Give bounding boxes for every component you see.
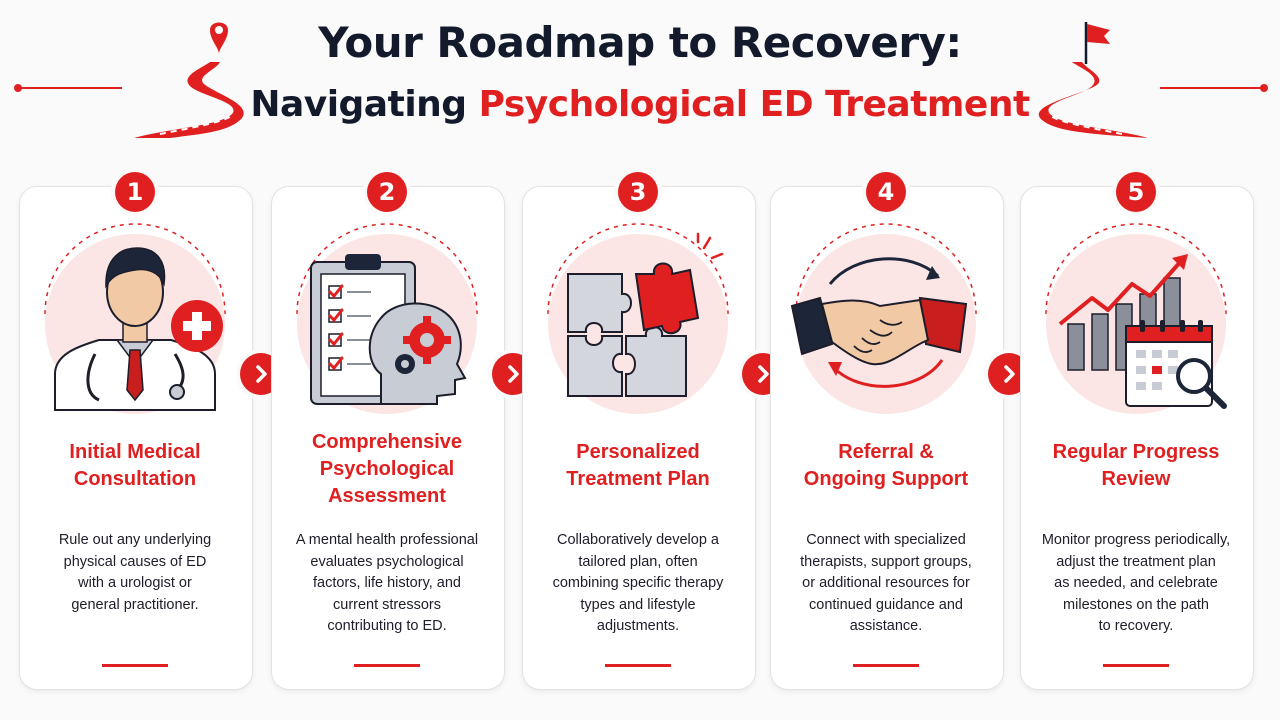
step-title-line: Regular Progress — [1052, 441, 1220, 463]
step-title-line: Review — [1101, 468, 1171, 490]
step-title: Regular Progress Review — [1020, 439, 1252, 493]
step-number-badge: 2 — [367, 172, 407, 212]
step-underline — [354, 664, 420, 667]
step-description-line: evaluates psychological — [310, 553, 464, 570]
step-title: Initial Medical Consultation — [19, 439, 251, 493]
step-title: Personalized Treatment Plan — [522, 439, 754, 493]
step-description-line: to recovery. — [1098, 618, 1174, 634]
step-title-line: Comprehensive — [311, 431, 463, 453]
step-description-line: with a urologist or — [78, 575, 192, 591]
step-title-line: Personalized — [576, 441, 700, 463]
step-description-line: or additional resources for — [802, 575, 970, 591]
step-title-line: Psychological — [319, 458, 455, 480]
step-underline — [605, 664, 671, 667]
step-description-line: Collaboratively develop a — [556, 532, 719, 548]
header: Your Roadmap to Recovery: Navigating Psy… — [0, 0, 1280, 150]
handshake-icon — [790, 223, 977, 414]
step-description: Collaboratively develop a tailored plan,… — [522, 530, 754, 638]
page-title: Your Roadmap to Recovery: — [318, 18, 962, 67]
left-decorative-line — [18, 87, 122, 89]
step-description-line: adjustments. — [596, 618, 680, 634]
subtitle-prefix: Navigating — [250, 84, 479, 125]
step-description-line: as needed, and celebrate — [1054, 575, 1218, 591]
winding-road-flag-icon — [1038, 22, 1148, 138]
step-description-line: physical causes of ED — [63, 553, 207, 570]
step-description: A mental health professional evaluates p… — [271, 530, 503, 638]
step-description-line: therapists, support groups, — [800, 553, 972, 570]
step-title-line: Ongoing Support — [803, 468, 969, 490]
step-title: Comprehensive Psychological Assessment — [271, 429, 503, 510]
step-title-line: Consultation — [73, 468, 197, 490]
step-description: Connect with specialized therapists, sup… — [770, 530, 1002, 638]
step-underline — [853, 664, 919, 667]
step-description-line: continued guidance and — [809, 596, 963, 613]
step-description-line: general practitioner. — [71, 596, 199, 613]
step-title-line: Referral & — [838, 441, 934, 463]
step-title-line: Initial Medical — [69, 441, 201, 463]
step-description-line: milestones on the path — [1063, 596, 1209, 613]
step-number-badge: 5 — [1116, 172, 1156, 212]
doctor-icon — [44, 223, 226, 414]
step-number-badge: 1 — [115, 172, 155, 212]
step-description-line: A mental health professional — [295, 532, 479, 548]
step-description-line: factors, life history, and — [312, 575, 462, 591]
step-description-line: combining specific therapy — [552, 575, 724, 591]
step-description-line: current stressors — [333, 596, 441, 613]
step-description-line: contributing to ED. — [327, 618, 447, 634]
step-number-badge: 3 — [618, 172, 658, 212]
step-description: Rule out any underlying physical causes … — [19, 530, 251, 616]
step-description-line: assistance. — [849, 618, 923, 634]
step-description-line: Monitor progress periodically, — [1041, 532, 1231, 548]
step-title-line: Assessment — [328, 485, 446, 507]
step-description: Monitor progress periodically, adjust th… — [1020, 530, 1252, 638]
step-underline — [102, 664, 168, 667]
step-description-line: types and lifestyle — [580, 596, 696, 613]
winding-road-pin-icon — [134, 22, 244, 138]
step-number-badge: 4 — [866, 172, 906, 212]
subtitle-accent: Psychological ED Treatment — [478, 84, 1031, 125]
step-description-line: adjust the treatment plan — [1056, 553, 1216, 570]
right-line-dot — [1260, 84, 1268, 92]
clipboard-head-gears-icon — [296, 223, 478, 414]
step-description-line: Connect with specialized — [806, 532, 966, 548]
step-title: Referral & Ongoing Support — [770, 439, 1002, 493]
calendar-growth-chart-icon — [1045, 223, 1227, 414]
step-description-line: Rule out any underlying — [58, 532, 212, 548]
puzzle-icon — [547, 223, 729, 414]
step-description-line: tailored plan, often — [578, 553, 698, 570]
right-decorative-line — [1160, 87, 1264, 89]
step-title-line: Treatment Plan — [566, 468, 710, 490]
step-underline — [1103, 664, 1169, 667]
page-subtitle: Navigating Psychological ED Treatment — [0, 84, 1280, 125]
